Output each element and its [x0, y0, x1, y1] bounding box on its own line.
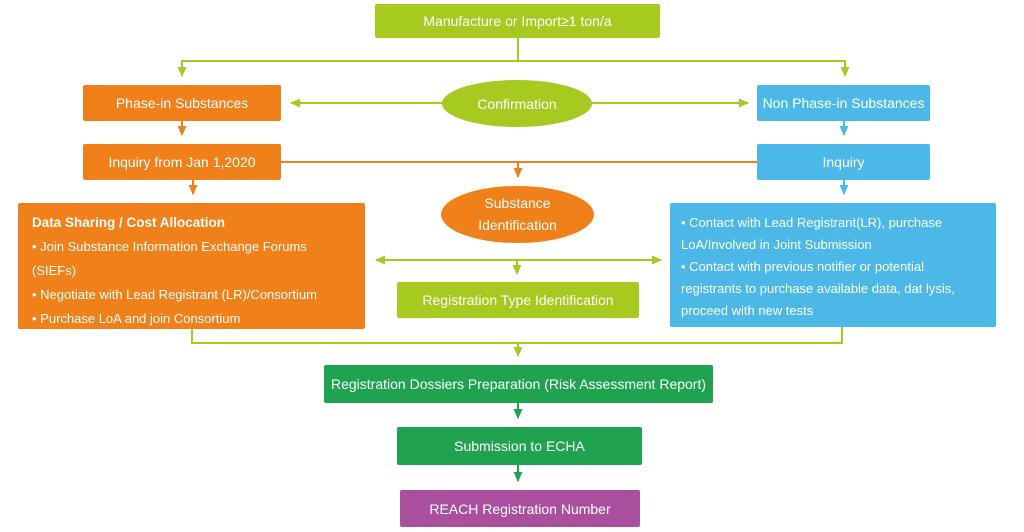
- data-sharing-title: Data Sharing / Cost Allocation: [32, 215, 226, 230]
- data-sharing-bullet: • Purchase LoA and join Consortium: [32, 311, 241, 326]
- data-sharing-bullet: • Join Substance Information Exchange Fo…: [32, 239, 307, 278]
- node-registration-dossiers-preparation: Registration Dossiers Preparation (Risk …: [324, 365, 713, 403]
- node-contact-lead-registrant: • Contact with Lead Registrant(LR), purc…: [670, 203, 996, 327]
- node-substance-identification-ellipse: Substance Identification: [441, 186, 594, 243]
- node-manufacture-or-import: Manufacture or Import≥1 ton/a: [375, 4, 660, 38]
- contact-lr-bullet: • Contact with Lead Registrant(LR), purc…: [681, 215, 943, 252]
- data-sharing-bullet: • Negotiate with Lead Registrant (LR)/Co…: [32, 287, 317, 302]
- node-reach-registration-number: REACH Registration Number: [400, 490, 640, 527]
- node-data-sharing-cost-allocation: Data Sharing / Cost Allocation • Join Su…: [18, 203, 365, 350]
- node-non-phase-in-substances: Non Phase-in Substances: [757, 85, 930, 121]
- node-registration-type-identification: Registration Type Identification: [397, 282, 639, 318]
- node-confirmation-ellipse: Confirmation: [442, 80, 592, 127]
- node-inquiry: Inquiry: [757, 144, 930, 180]
- node-phase-in-substances: Phase-in Substances: [83, 85, 281, 121]
- node-inquiry-from-jan-2020: Inquiry from Jan 1,2020: [83, 144, 281, 180]
- contact-lr-bullet: • Contact with previous notifier or pote…: [681, 259, 955, 318]
- data-sharing-bullet: • Proceed with new tests: [32, 335, 174, 350]
- node-submission-to-echa: Submission to ECHA: [397, 427, 642, 465]
